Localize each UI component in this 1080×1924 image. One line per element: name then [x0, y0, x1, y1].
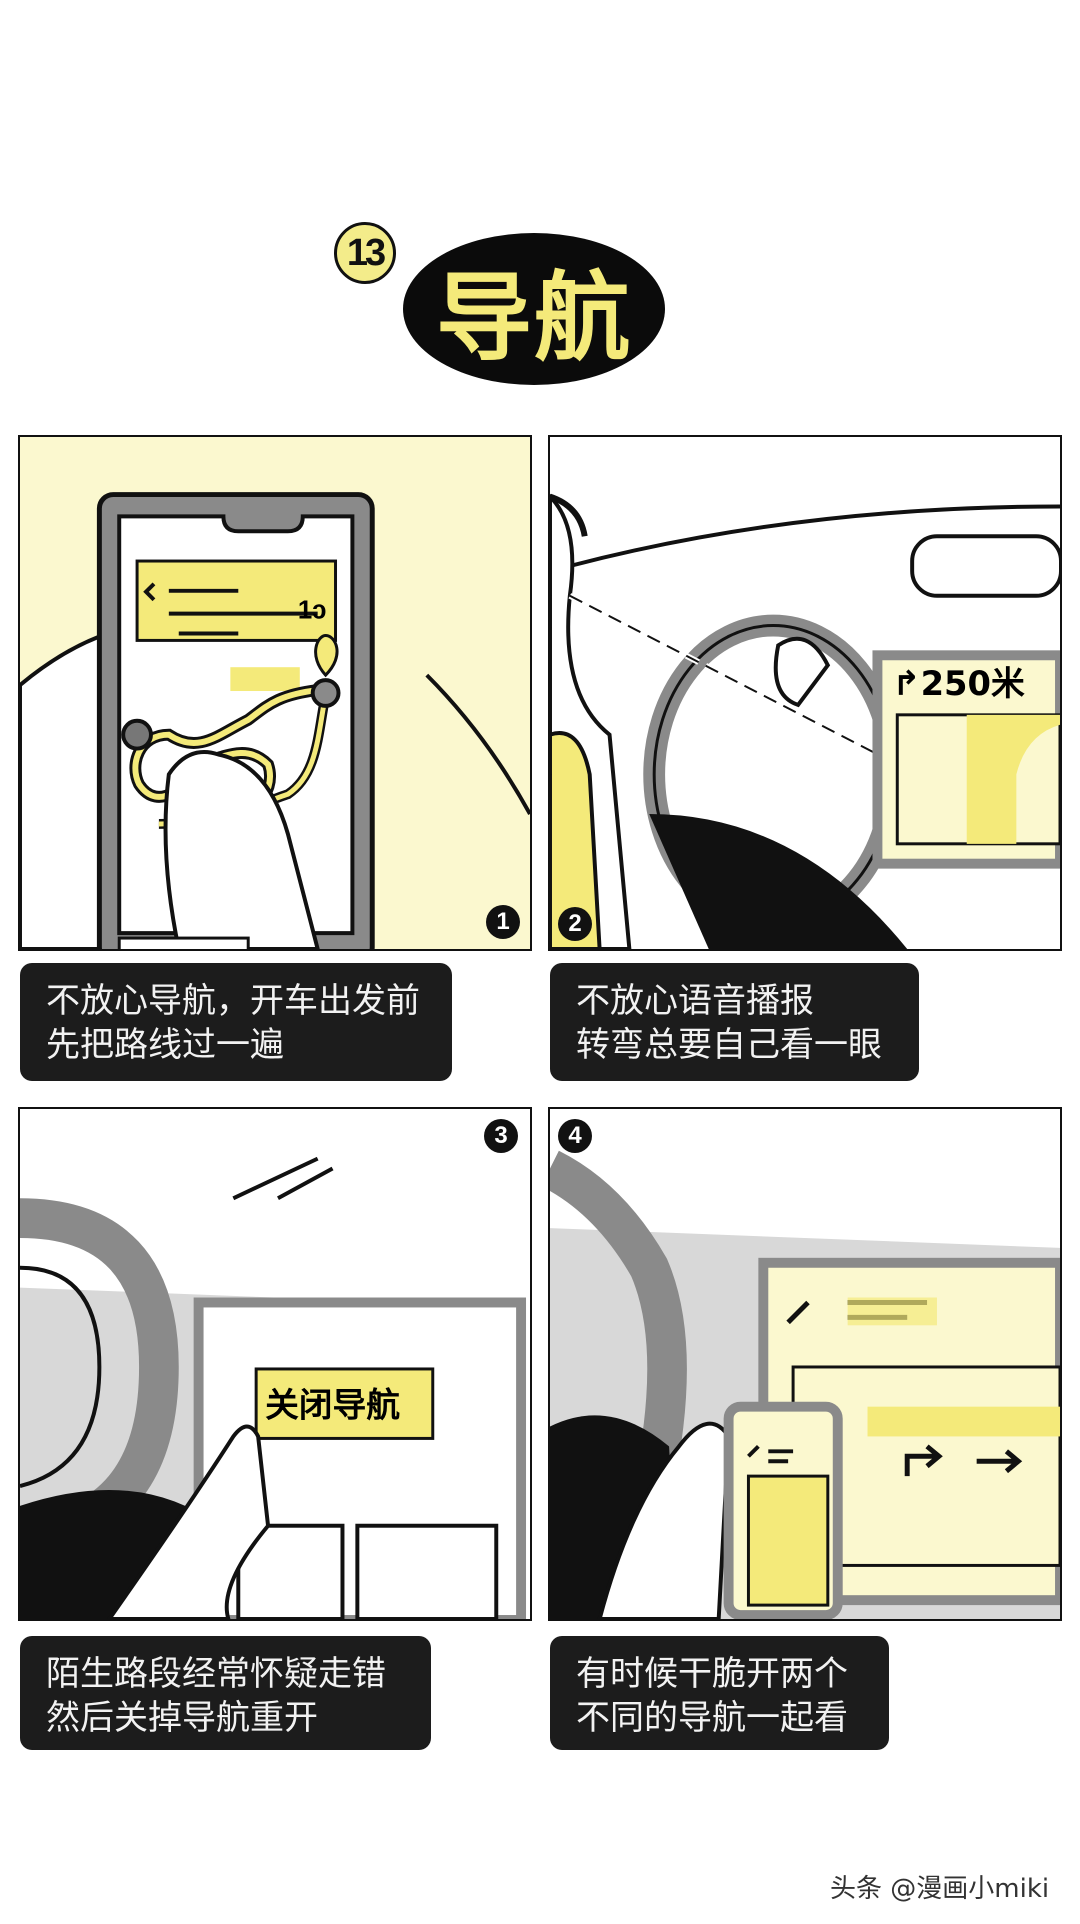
- section-number-badge: 13: [334, 222, 396, 284]
- phone-route-illustration: 1ↄ: [20, 492, 530, 949]
- caption-line: 先把路线过一遍: [46, 1025, 284, 1065]
- close-navigation-illustration: 关闭导航: [20, 1156, 530, 1619]
- svg-text:1ↄ: 1ↄ: [298, 597, 327, 625]
- two-navigations-illustration: [550, 1150, 1060, 1619]
- caption-line: 有时候干脆开两个: [576, 1654, 848, 1694]
- watermark: 头条 @漫画小miki: [830, 1874, 1050, 1904]
- title-oval: 导航: [403, 233, 665, 385]
- caption-line: 不放心语音播报: [576, 981, 814, 1021]
- caption-line: 不同的导航一起看: [576, 1698, 848, 1738]
- close-navigation-button-label: 关闭导航: [265, 1386, 400, 1425]
- panel-number-1: 1: [486, 905, 520, 939]
- comic-panel-1: 1ↄ 1: [18, 435, 532, 951]
- caption-panel-1: 不放心导航，开车出发前 先把路线过一遍: [22, 965, 450, 1079]
- panel-number-4: 4: [558, 1119, 592, 1153]
- comic-panel-4: 4: [548, 1107, 1062, 1621]
- panel-number-2: 2: [558, 907, 592, 941]
- caption-panel-3: 陌生路段经常怀疑走错 然后关掉导航重开: [22, 1638, 429, 1748]
- driver-dashboard-illustration: ↱250米: [550, 493, 1060, 949]
- comic-panel-2: ↱250米 2: [548, 435, 1062, 951]
- panel-number-3: 3: [484, 1119, 518, 1153]
- comic-panel-3: 关闭导航 3: [18, 1107, 532, 1621]
- distance-readout: ↱250米: [892, 664, 1025, 703]
- caption-line: 陌生路段经常怀疑走错: [46, 1654, 386, 1694]
- page-title: 导航: [436, 261, 632, 374]
- caption-panel-4: 有时候干脆开两个 不同的导航一起看: [552, 1638, 887, 1748]
- caption-panel-2: 不放心语音播报 转弯总要自己看一眼: [552, 965, 917, 1079]
- caption-line: 转弯总要自己看一眼: [576, 1025, 882, 1065]
- caption-line: 不放心导航，开车出发前: [46, 981, 420, 1021]
- caption-line: 然后关掉导航重开: [46, 1698, 318, 1738]
